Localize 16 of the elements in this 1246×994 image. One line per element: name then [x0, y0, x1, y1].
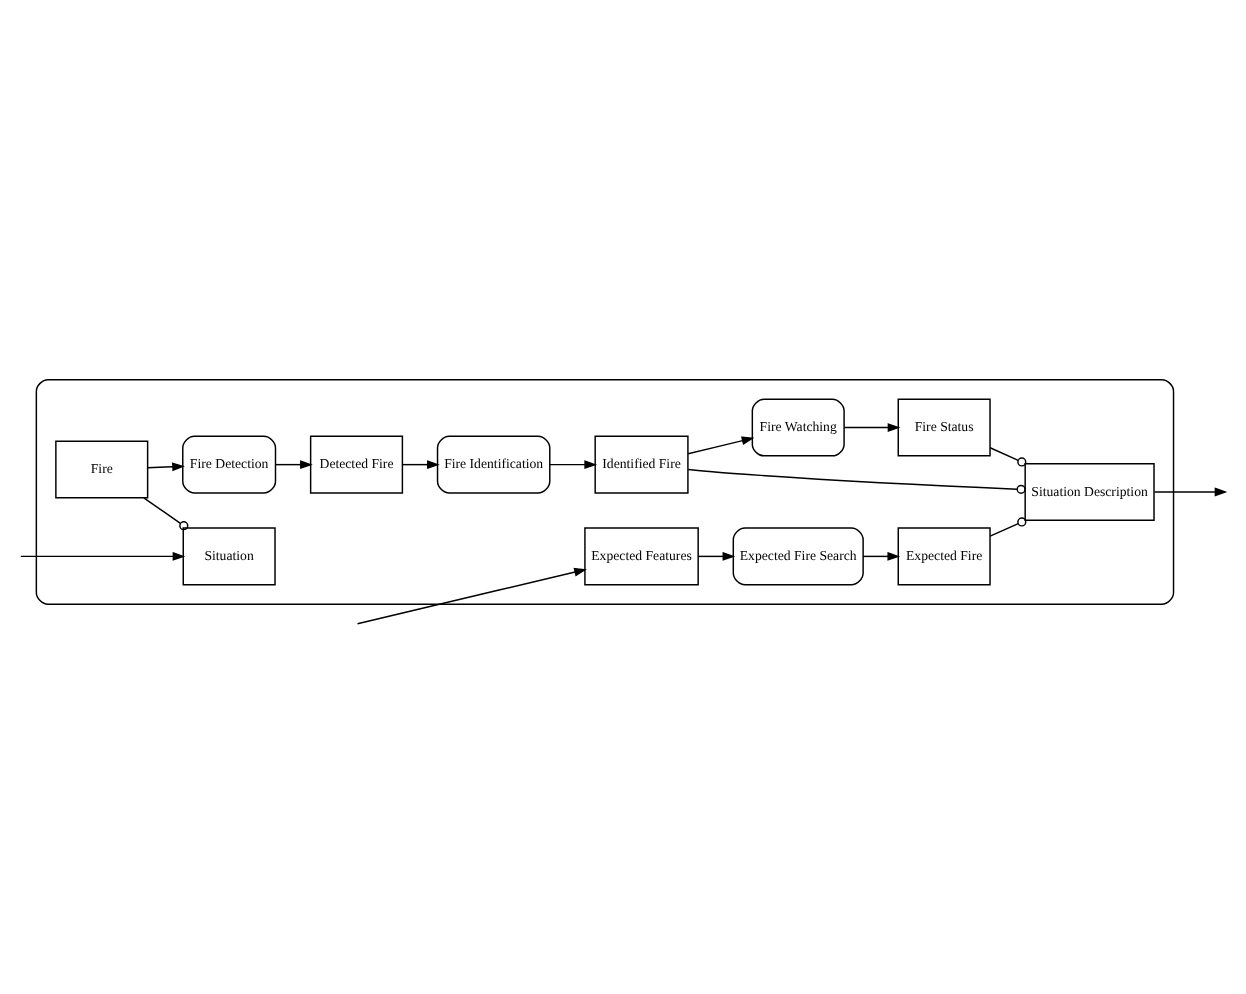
- arrow: [401, 459, 440, 469]
- connector: [687, 467, 1026, 493]
- arrow: [356, 566, 587, 624]
- arrow: [843, 422, 901, 431]
- arrow: [697, 550, 736, 560]
- arrow: [687, 435, 755, 454]
- arrow: [862, 550, 901, 560]
- arrow: [1153, 486, 1228, 496]
- arrow: [275, 459, 313, 469]
- arrow: [20, 550, 186, 560]
- cluster: [35, 377, 1175, 604]
- arrow: [549, 459, 598, 469]
- connector: [989, 446, 1027, 466]
- connector: [143, 496, 189, 530]
- connector: [989, 516, 1027, 536]
- arrow: [146, 461, 185, 471]
